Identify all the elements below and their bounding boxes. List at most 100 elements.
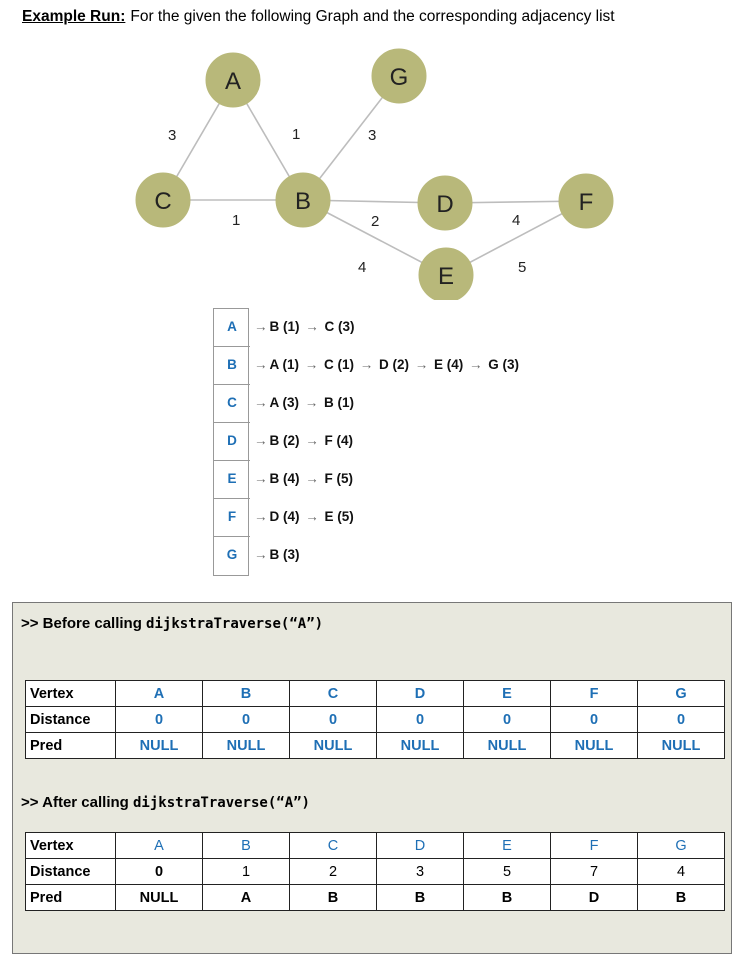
arrow-icon: → xyxy=(254,395,268,410)
table-row: Distance 0 1 2 3 5 7 4 xyxy=(25,858,725,885)
table-cell: NULL xyxy=(463,732,551,759)
page-header: Example Run:For the given the following … xyxy=(22,8,615,26)
table-cell: 7 xyxy=(550,858,638,885)
arrow-icon: → xyxy=(254,433,268,448)
row-header: Vertex xyxy=(25,680,116,707)
arrow-icon: → xyxy=(254,319,268,334)
table-cell: 0 xyxy=(463,706,551,733)
after-title: >> After calling dijkstraTraverse(“A”) xyxy=(21,794,310,811)
table-cell: G xyxy=(637,832,725,859)
table-cell: A xyxy=(115,680,203,707)
table-row: Pred NULL NULL NULL NULL NULL NULL NULL xyxy=(25,732,725,759)
adjacency-row-e: E →B (4) → F (5) xyxy=(214,461,353,499)
before-call: dijkstraTraverse(“A”) xyxy=(146,616,324,632)
weight-b-e: 4 xyxy=(358,259,366,276)
table-cell: 1 xyxy=(202,858,290,885)
adjacency-entries: B (4) → F (5) xyxy=(269,471,354,486)
adjacency-entries: A (3) → B (1) xyxy=(269,395,355,410)
table-row: Vertex A B C D E F G xyxy=(25,832,725,859)
graph-diagram: 3 1 3 1 2 4 4 5 A G C B D F E xyxy=(135,48,614,300)
table-cell: NULL xyxy=(115,884,203,911)
row-header: Vertex xyxy=(25,832,116,859)
row-header: Pred xyxy=(25,884,116,911)
node-a: A xyxy=(205,52,261,108)
adjacency-key: B xyxy=(227,357,237,372)
table-cell: 0 xyxy=(376,706,464,733)
table-row: Pred NULL A B B B D B xyxy=(25,884,725,911)
header-bold: Example Run: xyxy=(22,8,126,25)
adjacency-entries: B (2) → F (4) xyxy=(269,433,354,448)
arrow-icon: → xyxy=(305,433,319,448)
table-cell: 4 xyxy=(637,858,725,885)
table-cell: 0 xyxy=(637,706,725,733)
adjacency-row-g: G →B (3) xyxy=(214,537,300,575)
node-e-label: E xyxy=(438,263,454,290)
table-cell: 0 xyxy=(115,706,203,733)
adjacency-entries: B (3) xyxy=(269,547,300,562)
row-header: Pred xyxy=(25,732,116,759)
adjacency-key: G xyxy=(226,547,238,562)
adjacency-entries: A (1) → C (1) → D (2) → E (4) → G (3) xyxy=(269,357,520,372)
table-cell: 0 xyxy=(550,706,638,733)
table-cell: B xyxy=(202,832,290,859)
adjacency-key: D xyxy=(227,433,237,448)
adjacency-key: E xyxy=(227,471,237,486)
table-cell: E xyxy=(463,832,551,859)
table-cell: 2 xyxy=(289,858,377,885)
node-c: C xyxy=(135,172,191,228)
table-cell: 0 xyxy=(202,706,290,733)
node-a-label: A xyxy=(225,68,241,95)
node-c-label: C xyxy=(154,188,171,215)
dijkstra-panel: >> Before calling dijkstraTraverse(“A”) … xyxy=(12,602,732,954)
table-cell: NULL xyxy=(376,732,464,759)
table-cell: B xyxy=(463,884,551,911)
table-row: Distance 0 0 0 0 0 0 0 xyxy=(25,706,725,733)
table-cell: 3 xyxy=(376,858,464,885)
table-cell: F xyxy=(550,832,638,859)
weight-g-b: 3 xyxy=(368,127,376,144)
table-cell: 5 xyxy=(463,858,551,885)
adjacency-list: A →B (1) → C (3) B →A (1) → C (1) → D (2… xyxy=(213,308,519,576)
adjacency-entries: B (1) → C (3) xyxy=(269,319,355,334)
table-cell: B xyxy=(637,884,725,911)
node-b: B xyxy=(275,172,331,228)
table-cell: C xyxy=(289,680,377,707)
arrow-icon: → xyxy=(254,509,268,524)
table-cell: B xyxy=(289,884,377,911)
adjacency-key: A xyxy=(227,319,237,334)
adjacency-row-c: C →A (3) → B (1) xyxy=(214,385,354,423)
after-table: Vertex A B C D E F G Distance 0 1 2 3 5 … xyxy=(25,832,725,911)
table-cell: NULL xyxy=(637,732,725,759)
table-cell: NULL xyxy=(550,732,638,759)
table-cell: E xyxy=(463,680,551,707)
adjacency-row-b: B →A (1) → C (1) → D (2) → E (4) → G (3) xyxy=(214,347,519,385)
adjacency-row-f: F →D (4) → E (5) xyxy=(214,499,354,537)
before-table: Vertex A B C D E F G Distance 0 0 0 0 0 … xyxy=(25,680,725,759)
arrow-icon: → xyxy=(305,471,319,486)
table-cell: B xyxy=(376,884,464,911)
arrow-icon: → xyxy=(305,509,319,524)
table-cell: G xyxy=(637,680,725,707)
arrow-icon: → xyxy=(305,319,319,334)
node-g-label: G xyxy=(390,64,409,91)
row-header: Distance xyxy=(25,858,116,885)
table-cell: D xyxy=(376,832,464,859)
table-cell: NULL xyxy=(289,732,377,759)
table-cell: A xyxy=(115,832,203,859)
before-prefix: >> Before calling xyxy=(21,615,147,632)
after-prefix: >> After calling xyxy=(21,794,133,811)
adjacency-entries: D (4) → E (5) xyxy=(269,509,354,524)
node-d-label: D xyxy=(436,191,453,218)
row-header: Distance xyxy=(25,706,116,733)
after-call: dijkstraTraverse(“A”) xyxy=(132,795,310,811)
adjacency-row-d: D →B (2) → F (4) xyxy=(214,423,353,461)
adjacency-key: C xyxy=(227,395,237,410)
arrow-icon: → xyxy=(304,395,319,410)
weight-b-d: 2 xyxy=(371,213,379,230)
table-cell: D xyxy=(376,680,464,707)
table-cell: NULL xyxy=(202,732,290,759)
arrow-icon: → xyxy=(254,357,268,372)
table-cell: F xyxy=(550,680,638,707)
weight-a-b: 1 xyxy=(292,126,300,143)
header-text: For the given the following Graph and th… xyxy=(130,8,615,25)
